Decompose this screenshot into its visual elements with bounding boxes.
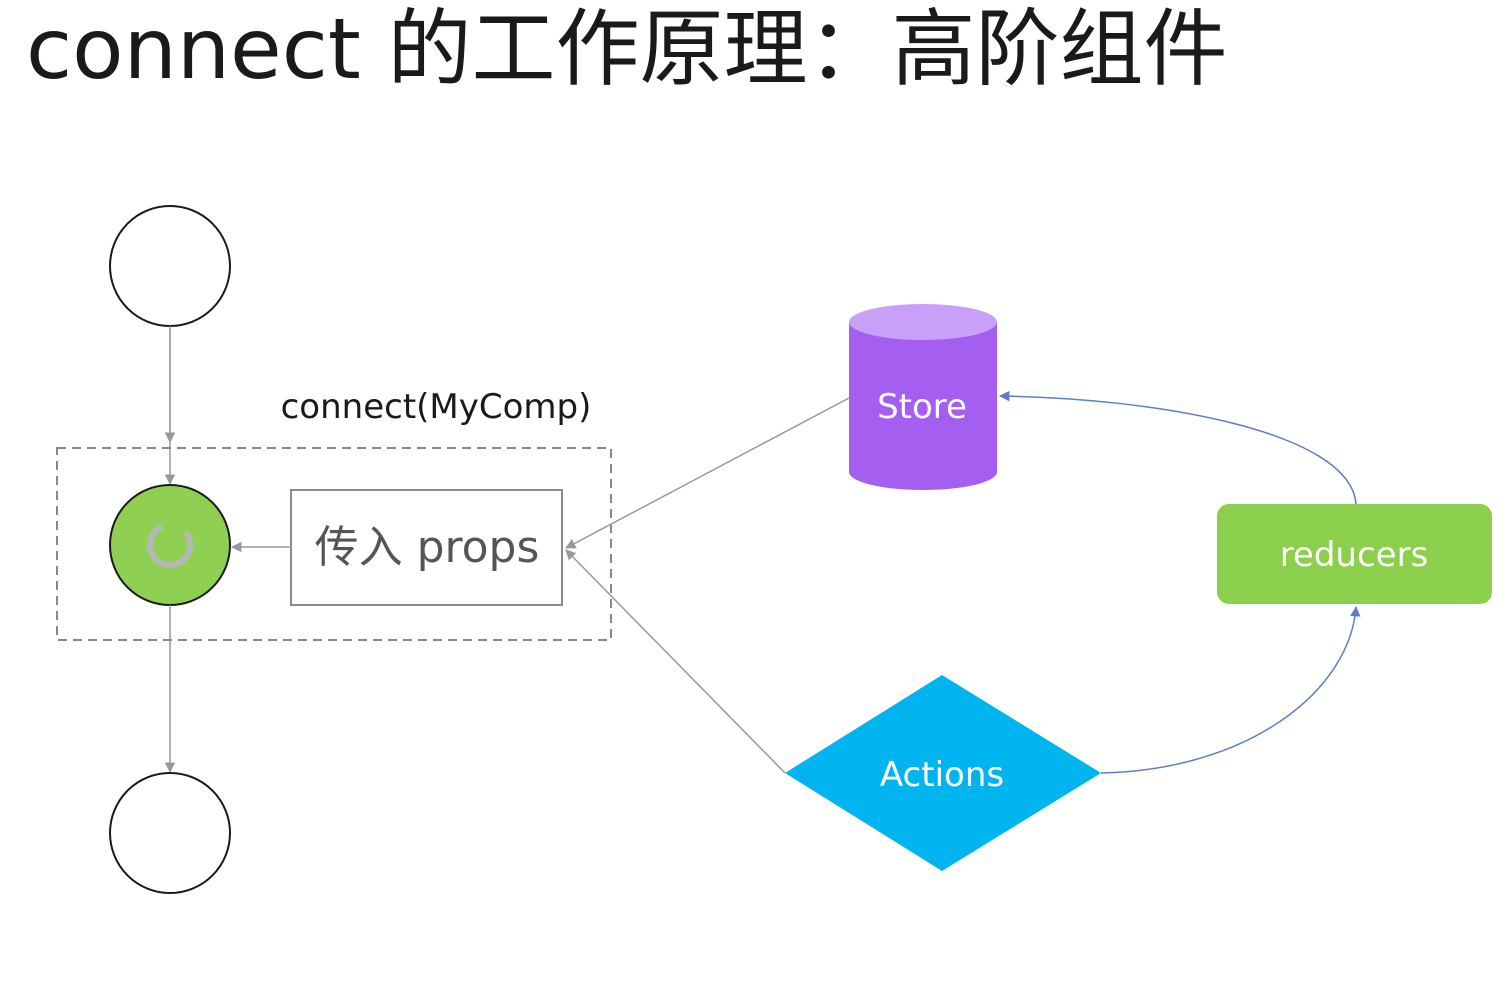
arrow-actions-to-reducers [1100, 605, 1361, 774]
store-cylinder [849, 304, 997, 490]
arrow-actions-to-props [565, 549, 786, 774]
slide-title: connect 的工作原理：高阶组件 [26, 0, 1228, 98]
refresh-ring-icon [147, 522, 193, 568]
arrow-reducers-to-store [998, 390, 1357, 505]
props-box-label: 传入 props [315, 522, 540, 573]
arrow-store-to-props [565, 397, 850, 549]
parent-component-node [109, 205, 231, 327]
reducers-label: reducers [1280, 535, 1429, 575]
store-label: Store [877, 387, 967, 427]
wrapper-label: connect(MyComp) [281, 387, 592, 427]
props-box [290, 489, 563, 606]
child-component-node [109, 772, 231, 894]
actions-label: Actions [880, 755, 1004, 795]
connected-component-node [109, 484, 231, 606]
actions-diamond [785, 675, 1101, 871]
reducers-box [1217, 504, 1492, 604]
connect-wrapper-box [56, 447, 612, 641]
